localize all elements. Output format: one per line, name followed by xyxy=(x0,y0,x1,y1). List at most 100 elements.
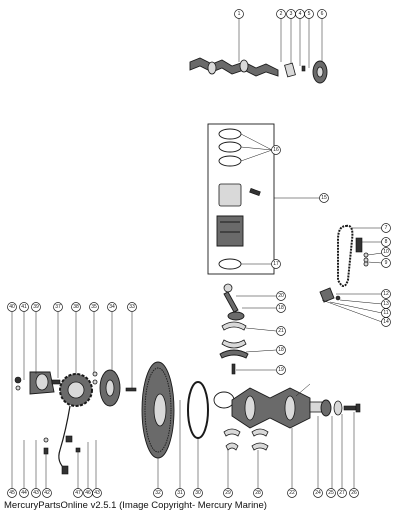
callout-10: 10 xyxy=(381,247,391,257)
svg-text:8: 8 xyxy=(385,239,388,245)
callout-14: 14 xyxy=(381,317,391,327)
callout-11: 11 xyxy=(381,308,391,318)
callout-31: 31 xyxy=(175,488,185,498)
callout-1: 1 xyxy=(234,9,244,19)
svg-text:40: 40 xyxy=(9,304,15,310)
callout-33: 33 xyxy=(127,302,137,312)
svg-text:37: 37 xyxy=(55,304,61,310)
svg-text:2: 2 xyxy=(280,11,283,17)
crankshaft xyxy=(213,387,323,429)
svg-text:17: 17 xyxy=(273,261,279,267)
svg-text:13: 13 xyxy=(383,301,389,307)
svg-text:18: 18 xyxy=(278,305,284,311)
callout-34: 34 xyxy=(107,302,117,312)
svg-text:28: 28 xyxy=(255,490,261,496)
svg-text:43: 43 xyxy=(94,490,100,496)
svg-text:30: 30 xyxy=(195,490,201,496)
cam-sprocket xyxy=(312,60,328,84)
piston-box xyxy=(207,123,320,275)
stator xyxy=(58,373,93,475)
svg-text:44: 44 xyxy=(21,490,27,496)
svg-text:43: 43 xyxy=(33,490,39,496)
svg-text:5: 5 xyxy=(308,11,311,17)
svg-text:16: 16 xyxy=(273,147,279,153)
svg-text:31: 31 xyxy=(177,490,183,496)
flywheel-hub xyxy=(92,369,137,407)
callout-41: 41 xyxy=(19,302,29,312)
svg-text:6: 6 xyxy=(321,11,324,17)
callout-28: 28 xyxy=(253,488,263,498)
callout-20: 20 xyxy=(276,291,286,301)
callout-19: 19 xyxy=(276,365,286,375)
callout-4: 4 xyxy=(295,9,305,19)
svg-text:38: 38 xyxy=(73,304,79,310)
callout-39: 39 xyxy=(31,302,41,312)
svg-text:14: 14 xyxy=(383,319,389,325)
callout-9: 9 xyxy=(381,258,391,268)
callout-3: 3 xyxy=(286,9,296,19)
callout-29: 29 xyxy=(223,488,233,498)
svg-text:10: 10 xyxy=(383,249,389,255)
top-leader-lines xyxy=(238,18,323,68)
svg-text:25: 25 xyxy=(328,490,334,496)
svg-text:42: 42 xyxy=(44,490,50,496)
svg-text:41: 41 xyxy=(21,304,27,310)
svg-text:3: 3 xyxy=(290,11,293,17)
callout-43-left: 43 xyxy=(31,488,41,498)
callout-15: 15 xyxy=(319,193,329,203)
callout-27: 27 xyxy=(337,488,347,498)
bottom-small-parts xyxy=(43,435,81,455)
callout-26: 26 xyxy=(349,488,359,498)
svg-text:11: 11 xyxy=(383,310,388,316)
callout-35: 35 xyxy=(89,302,99,312)
svg-text:47: 47 xyxy=(75,490,81,496)
callout-6: 6 xyxy=(317,9,327,19)
chain-tensioner-parts xyxy=(319,227,383,323)
callout-24: 24 xyxy=(313,488,323,498)
seal-ring xyxy=(187,381,209,439)
svg-text:45: 45 xyxy=(9,490,15,496)
callout-32: 32 xyxy=(153,488,163,498)
svg-text:46: 46 xyxy=(85,490,91,496)
timing-chain xyxy=(337,224,354,287)
callout-7: 7 xyxy=(381,223,391,233)
svg-text:9: 9 xyxy=(385,260,388,266)
callout-30: 30 xyxy=(193,488,203,498)
callout-8: 8 xyxy=(381,237,391,247)
svg-text:33: 33 xyxy=(129,304,135,310)
copyright-caption: MercuryPartsOnline v2.5.1 (Image Copyrig… xyxy=(4,500,267,511)
svg-text:35: 35 xyxy=(91,304,97,310)
starter-assembly xyxy=(14,371,61,395)
svg-text:12: 12 xyxy=(383,291,389,297)
callout-44: 44 xyxy=(19,488,29,498)
callout-21: 21 xyxy=(276,326,286,336)
svg-text:4: 4 xyxy=(299,11,302,17)
callout-13: 13 xyxy=(381,299,391,309)
svg-text:21: 21 xyxy=(278,328,284,334)
camshaft xyxy=(189,57,279,77)
crank-nose-parts xyxy=(320,399,361,417)
svg-text:7: 7 xyxy=(385,225,388,231)
callout-25: 25 xyxy=(326,488,336,498)
bottom-leader-lines xyxy=(11,312,355,492)
callout-18-lower: 18 xyxy=(276,345,286,355)
callout-22: 22 xyxy=(287,488,297,498)
main-bearings xyxy=(223,428,269,451)
svg-text:20: 20 xyxy=(278,293,284,299)
callout-47: 47 xyxy=(73,488,83,498)
callout-18-upper: 18 xyxy=(276,303,286,313)
callout-42: 42 xyxy=(42,488,52,498)
svg-text:32: 32 xyxy=(155,490,161,496)
cam-thrust-plate xyxy=(284,62,296,78)
callout-5: 5 xyxy=(304,9,314,19)
callout-43-right: 43 xyxy=(92,488,102,498)
callout-12: 12 xyxy=(381,289,391,299)
connecting-rod xyxy=(219,283,277,375)
svg-text:27: 27 xyxy=(339,490,345,496)
cam-key xyxy=(301,65,306,72)
svg-text:1: 1 xyxy=(238,11,241,17)
callout-2: 2 xyxy=(276,9,286,19)
callout-40: 40 xyxy=(7,302,17,312)
